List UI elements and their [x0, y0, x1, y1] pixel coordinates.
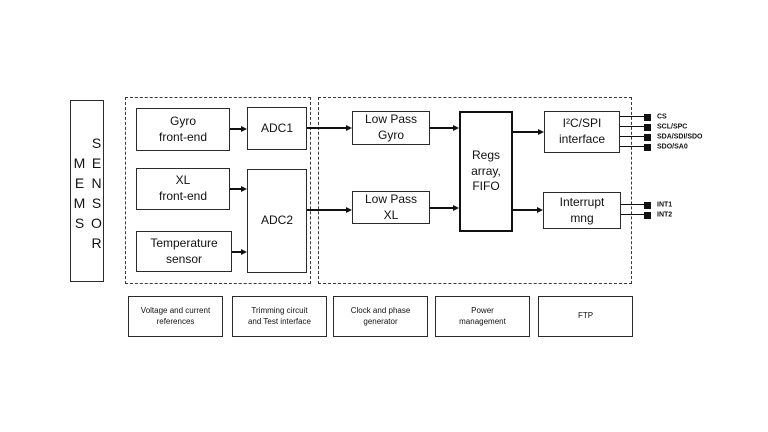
gyro-frontend-block: Gyro front-end: [136, 108, 230, 151]
arrow-gyro-frontend-to-adc1: [230, 128, 241, 130]
arrow-temperature-to-adc2: [232, 251, 241, 253]
pin-line-sda-sdi-sdo: [620, 136, 644, 138]
low-pass-xl-block: Low Pass XL: [352, 191, 430, 224]
pin-pad-icon: [644, 114, 651, 121]
ftp-block: FTP: [538, 296, 633, 337]
i2c-spi-interface-block: I²C/SPI interface: [544, 111, 620, 153]
clock-phase-generator-block: Clock and phase generator: [333, 296, 428, 337]
pin-label-scl-spc: SCL/SPC: [657, 123, 688, 131]
temperature-sensor-block: Temperature sensor: [136, 231, 232, 272]
power-management-block: Power management: [435, 296, 530, 337]
pin-label-cs: CS: [657, 113, 667, 121]
pin-line-int2: [621, 214, 644, 216]
analog-section-region: [125, 97, 311, 284]
pin-line-scl-spc: [620, 126, 644, 128]
pin-pad-icon: [644, 144, 651, 151]
trimming-test-interface-block: Trimming circuit and Test interface: [232, 296, 327, 337]
adc2-block: ADC2: [247, 169, 307, 273]
pin-label-sda-sdi-sdo: SDA/SDI/SDO: [657, 133, 703, 141]
mems-sensor-block: [70, 100, 104, 282]
arrow-regs-to-i2c-spi: [513, 131, 538, 133]
xl-frontend-block: XL front-end: [136, 168, 230, 210]
regs-array-fifo-block: Regs array, FIFO: [459, 111, 513, 232]
arrow-regs-to-interrupt: [513, 209, 537, 211]
arrow-adc1-to-low-pass-gyro: [307, 127, 346, 129]
arrow-xl-frontend-to-adc2: [230, 188, 241, 190]
pin-line-sdo-sa0: [620, 146, 644, 148]
interrupt-mng-block: Interrupt mng: [543, 192, 621, 229]
voltage-current-references-block: Voltage and current references: [128, 296, 223, 337]
pin-pad-icon: [644, 212, 651, 219]
sensor-letters-column: SENSOR: [91, 135, 102, 251]
pin-pad-icon: [644, 124, 651, 131]
pin-pad-icon: [644, 202, 651, 209]
low-pass-gyro-block: Low Pass Gyro: [352, 111, 430, 145]
mems-letters-column: MEMS: [73, 155, 86, 231]
pin-pad-icon: [644, 134, 651, 141]
pin-line-cs: [620, 116, 644, 118]
pin-line-int1: [621, 204, 644, 206]
digital-section-region: [318, 97, 632, 284]
pin-label-sdo-sa0: SDO/SA0: [657, 143, 688, 151]
arrow-adc2-to-low-pass-xl: [307, 209, 346, 211]
arrow-low-pass-gyro-to-regs: [430, 127, 453, 129]
adc1-block: ADC1: [247, 107, 307, 150]
pin-label-int2: INT2: [657, 211, 673, 219]
pin-label-int1: INT1: [657, 201, 673, 209]
arrow-low-pass-xl-to-regs: [430, 207, 453, 209]
